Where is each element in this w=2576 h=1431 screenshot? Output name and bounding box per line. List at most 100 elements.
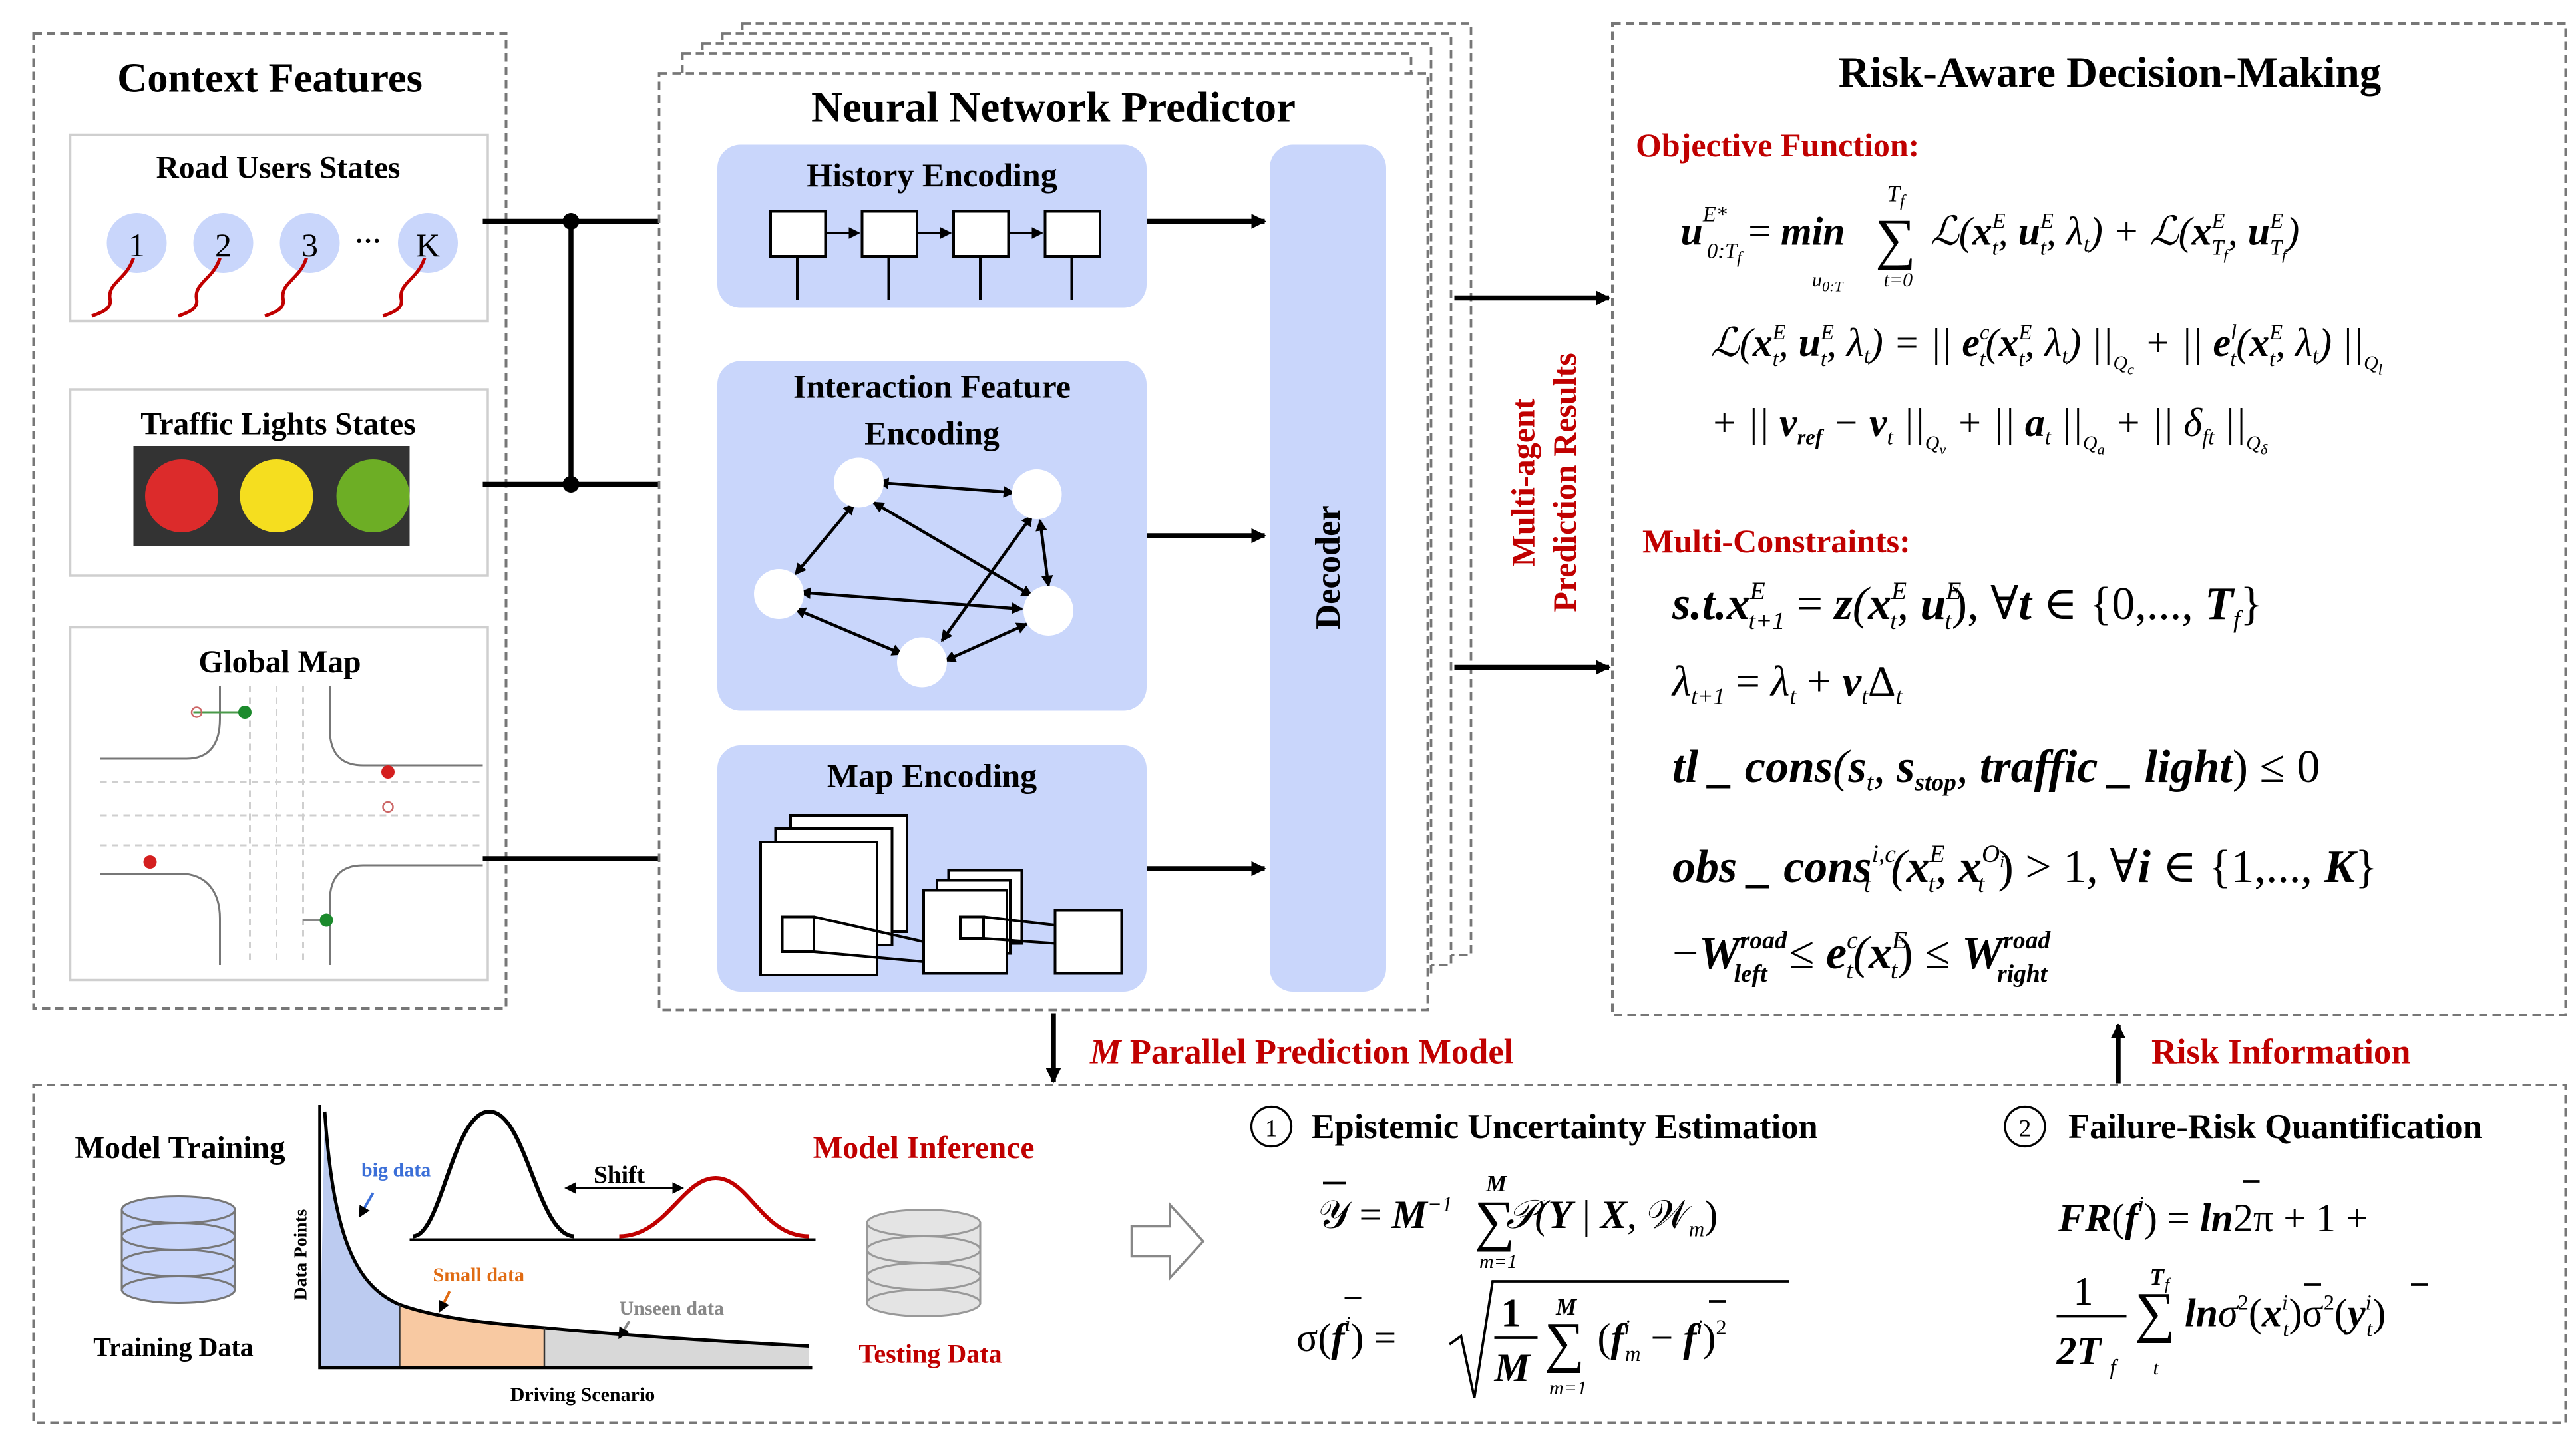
svg-text:𝒴 = M−1𝒫(Y | X, 𝒲m): 𝒴 = M−1𝒫(Y | X, 𝒲m) xyxy=(1318,1193,1718,1242)
map-signal-icon xyxy=(143,855,157,869)
graph-node xyxy=(1023,586,1073,636)
long-tail-chart: Data Points Driving Scenario big data Sm… xyxy=(290,1105,816,1406)
parallel-model-m: M xyxy=(1089,1033,1123,1072)
map-encoding-block: Map Encoding xyxy=(717,745,1147,992)
prediction-results-label: Multi-agent Prediction Results xyxy=(1505,353,1584,612)
red-light-icon xyxy=(145,459,218,532)
parallel-model-text: Parallel Prediction Model xyxy=(1130,1033,1513,1072)
step2-title: Failure-Risk Quantification xyxy=(2068,1108,2482,1146)
encoder-to-decoder-arrows xyxy=(1147,214,1266,877)
traffic-lights-box: Traffic Lights States xyxy=(69,388,489,577)
svg-text:ℒ(xEt, uEt, λt) = || ect(xEt,: ℒ(xEt, uEt, λt) = || ect(xEt, λt) ||Qc +… xyxy=(1711,321,2383,378)
svg-text:∑: ∑ xyxy=(1545,1311,1585,1374)
graph-node xyxy=(754,569,804,619)
svg-text:tl _ cons(st, sstop, traffic _: tl _ cons(st, sstop, traffic _ light) ≤ … xyxy=(1672,741,2320,797)
training-data-label: Training Data xyxy=(93,1332,253,1362)
yellow-light-icon xyxy=(240,459,313,532)
svg-text:M: M xyxy=(1555,1294,1578,1320)
map-signal-icon xyxy=(238,706,252,719)
training-distribution xyxy=(412,1109,575,1239)
svg-text:2T: 2T xyxy=(2056,1329,2103,1373)
map-signal-icon xyxy=(190,706,203,718)
hollow-arrow-icon xyxy=(1130,1201,1205,1281)
small-data-region xyxy=(399,1305,544,1368)
map-encoding-label: Map Encoding xyxy=(827,757,1037,795)
decision-panel: Risk-Aware Decision-Making Objective Fun… xyxy=(1611,22,2567,1016)
step1-title: Epistemic Uncertainty Estimation xyxy=(1312,1108,1818,1146)
map-signal-icon xyxy=(381,765,395,779)
agent-ellipsis: ··· xyxy=(355,226,381,256)
objective-label: Objective Function: xyxy=(1636,126,1919,164)
junction-dot xyxy=(562,213,580,230)
risk-information-label: Risk Information xyxy=(2151,1033,2410,1072)
interaction-encoding-block: Interaction Feature Encoding xyxy=(717,361,1147,711)
interaction-encoding-label-2: Encoding xyxy=(864,415,1000,452)
agent-1: 1 xyxy=(91,213,167,318)
svg-text:t=0: t=0 xyxy=(1884,269,1913,291)
green-light-icon xyxy=(336,459,410,532)
chart-ylabel: Data Points xyxy=(290,1209,311,1300)
testing-distribution xyxy=(619,1175,809,1239)
decoder-block: Decoder xyxy=(1270,144,1386,992)
global-map-title: Global Map xyxy=(198,645,361,680)
svg-text:1: 1 xyxy=(1501,1291,1521,1335)
graph-node xyxy=(834,457,884,508)
svg-text:uE*0:Tf= min: uE*0:Tf= min xyxy=(1681,203,1845,268)
big-data-region xyxy=(319,1112,400,1368)
agent-label: 1 xyxy=(128,226,145,264)
context-features-panel: Context Features Road Users States 1 2 3… xyxy=(32,32,508,1010)
agent-k: K xyxy=(382,213,458,318)
agent-label: 2 xyxy=(215,226,232,264)
predictor-to-decision-arrows xyxy=(1454,290,1611,675)
model-inference-label: Model Inference xyxy=(813,1131,1035,1165)
uncertainty-panel: Model Training Training Data Data Points… xyxy=(32,1084,2567,1424)
graph-node xyxy=(1012,469,1062,519)
svg-text:∑: ∑ xyxy=(1875,208,1916,271)
step1-badge xyxy=(1250,1105,1293,1148)
unseen-data-note: Unseen data xyxy=(620,1297,725,1319)
graph-node xyxy=(897,637,947,688)
road-users-box: Road Users States 1 2 3 ··· K xyxy=(69,133,489,323)
svg-text:t: t xyxy=(2153,1357,2159,1379)
prediction-results-line1: Multi-agent xyxy=(1505,398,1542,566)
svg-text:m=1: m=1 xyxy=(1549,1377,1587,1399)
traffic-lights-title: Traffic Lights States xyxy=(140,407,415,442)
history-encoding-block: History Encoding xyxy=(717,144,1147,308)
step2-badge xyxy=(2004,1105,2046,1148)
shift-label: Shift xyxy=(594,1162,645,1189)
testing-data-label: Testing Data xyxy=(858,1339,1002,1369)
predictor-title: Neural Network Predictor xyxy=(811,84,1296,132)
svg-text:1: 1 xyxy=(2074,1269,2094,1313)
svg-text:FR(fi) = ln2π + 1 +: FR(fi) = ln2π + 1 + xyxy=(2058,1193,2368,1240)
road-users-title: Road Users States xyxy=(156,151,401,186)
testing-database-icon xyxy=(866,1209,982,1317)
big-data-note: big data xyxy=(361,1159,431,1181)
map-signal-icon xyxy=(382,801,394,813)
interaction-encoding-label-1: Interaction Feature xyxy=(793,368,1071,405)
history-encoding-label: History Encoding xyxy=(807,156,1057,194)
decoder-label: Decoder xyxy=(1309,505,1348,630)
small-data-note: Small data xyxy=(433,1264,525,1286)
model-training-label: Model Training xyxy=(75,1131,285,1165)
svg-text:σ(fi) =: σ(fi) = xyxy=(1296,1313,1396,1360)
svg-text:lnσ2(xit)σ2(yit): lnσ2(xit)σ2(yit) xyxy=(2185,1291,2386,1342)
agent-3: 3 xyxy=(264,213,340,318)
context-features-title: Context Features xyxy=(117,55,423,101)
step1-number: 1 xyxy=(1265,1116,1278,1143)
svg-text:T: T xyxy=(2150,1264,2165,1290)
svg-text:s.t.xEt+1 = z(xEt, uEt), ∀t ∈: s.t.xEt+1 = z(xEt, uEt), ∀t ∈ {0,..., Tf… xyxy=(1672,578,2263,635)
parallel-model-label: M Parallel Prediction Model xyxy=(1089,1033,1513,1072)
svg-text:(fim − fi)2: (fim − fi)2 xyxy=(1598,1316,1727,1366)
agent-label: K xyxy=(416,226,440,264)
prediction-results-line2: Prediction Results xyxy=(1546,353,1583,612)
agent-2: 2 xyxy=(178,213,254,318)
agent-label: 3 xyxy=(301,226,318,264)
svg-text:+ || vref − vt ||Qv + || at ||: + || vref − vt ||Qv + || at ||Qa + || δf… xyxy=(1711,401,2268,458)
